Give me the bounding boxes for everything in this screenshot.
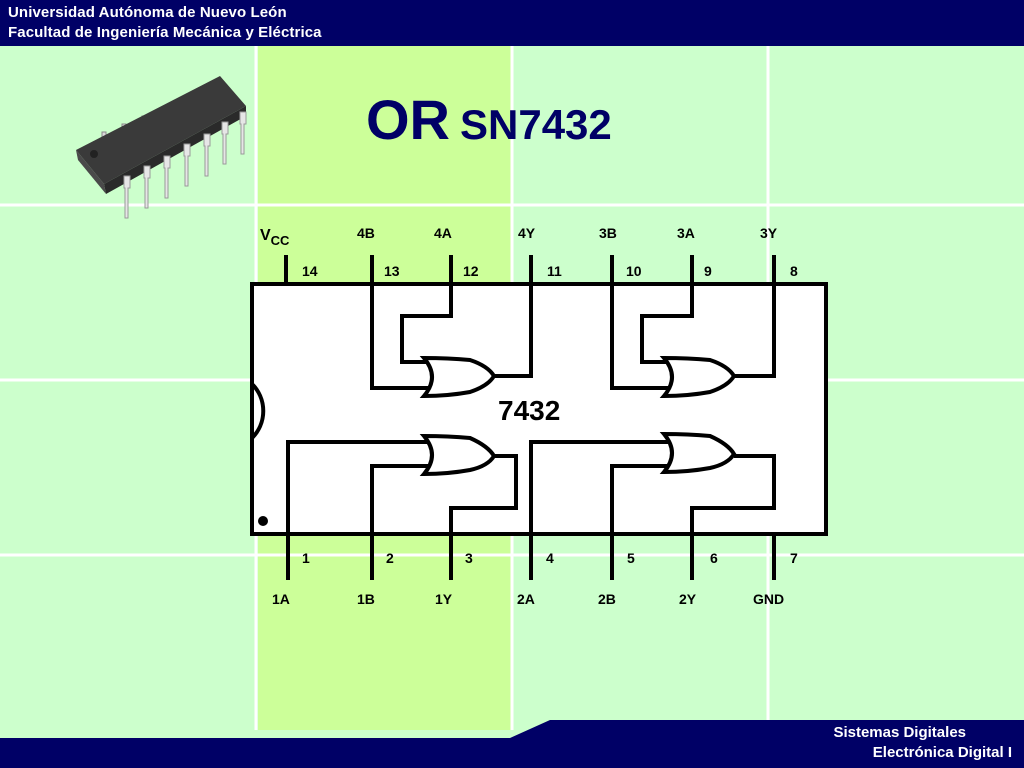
pin-name-1b: 1B	[357, 591, 375, 607]
pin1-indicator-dot	[258, 516, 268, 526]
pin-number-7: 7	[790, 550, 798, 566]
pin-number-13: 13	[384, 263, 400, 279]
pin-number-11: 11	[547, 263, 562, 279]
or-gate-2	[659, 431, 737, 475]
title-part-number: SN7432	[460, 101, 612, 148]
pin-name-2y: 2Y	[679, 591, 697, 607]
course-subtitle: Electrónica Digital I	[872, 744, 1012, 761]
pin-name-3y: 3Y	[760, 225, 778, 241]
footer-bar	[0, 720, 1024, 768]
pin-name-4y: 4Y	[518, 225, 536, 241]
pin-number-4: 4	[546, 550, 554, 566]
pin-name-3a: 3A	[677, 225, 695, 241]
pin-number-2: 2	[386, 550, 394, 566]
pin-name-vcc-main: V	[260, 227, 271, 244]
chip-label: 7432	[498, 395, 560, 426]
pin-number-5: 5	[627, 550, 635, 566]
pin-name-1a: 1A	[272, 591, 290, 607]
pin-number-12: 12	[463, 263, 479, 279]
or-gate-4	[419, 355, 497, 399]
pin-name-4b: 4B	[357, 225, 375, 241]
or-gate-1	[419, 433, 497, 477]
chip-notch	[250, 382, 266, 440]
pin-number-14: 14	[302, 263, 318, 279]
or-gate-3	[659, 355, 737, 399]
faculty-name: Facultad de Ingeniería Mecánica y Eléctr…	[8, 24, 322, 41]
pin-number-10: 10	[626, 263, 642, 279]
pin-name-gnd: GND	[753, 591, 784, 607]
pin-number-6: 6	[710, 550, 718, 566]
pin-name-2a: 2A	[517, 591, 535, 607]
title-gate-type: OR	[366, 88, 450, 151]
course-name: Sistemas Digitales	[833, 724, 966, 741]
university-name: Universidad Autónoma de Nuevo León	[8, 4, 287, 21]
pin-name-vcc: VCC	[260, 227, 290, 248]
dip-chip-illustration	[76, 76, 247, 219]
pin-number-9: 9	[704, 263, 712, 279]
pin-name-vcc-sub: CC	[271, 233, 290, 248]
chip-body	[250, 282, 828, 536]
header-tab-shape	[0, 0, 520, 30]
pin-name-3b: 3B	[599, 225, 617, 241]
pin-number-3: 3	[465, 550, 473, 566]
pin-number-1: 1	[302, 550, 310, 566]
pin-name-1y: 1Y	[435, 591, 453, 607]
pin-number-8: 8	[790, 263, 798, 279]
pin-name-2b: 2B	[598, 591, 616, 607]
pin-name-4a: 4A	[434, 225, 452, 241]
